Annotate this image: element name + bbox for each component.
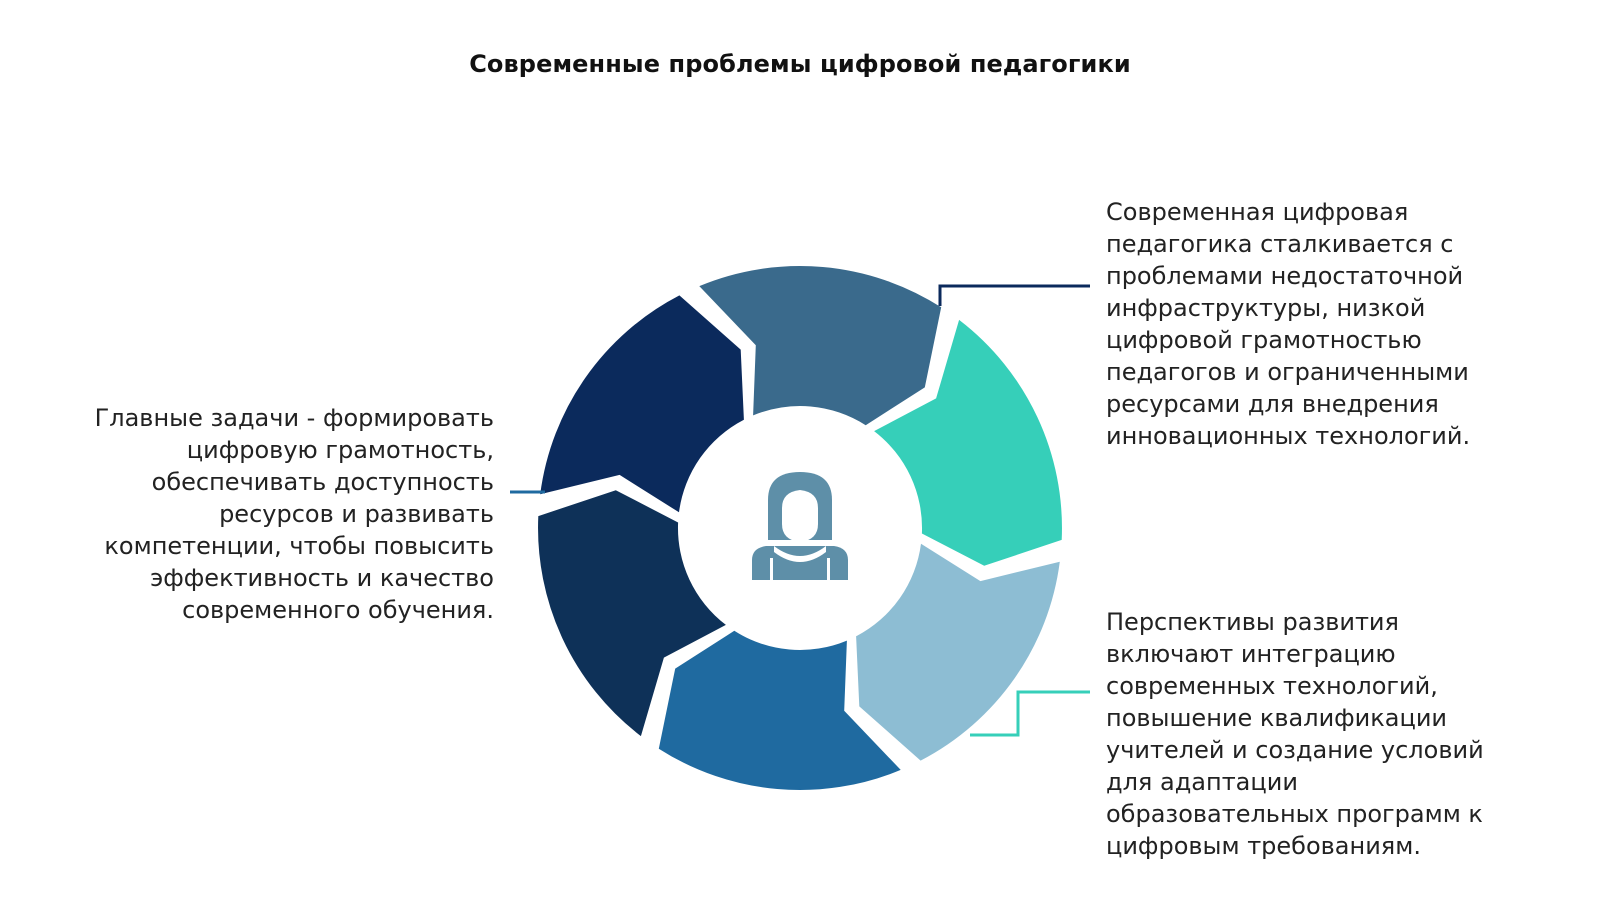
connector-bottom-right (970, 690, 1090, 737)
left-text-line: современного обучения. (182, 596, 494, 624)
teacher-icon-divider-left (770, 558, 773, 580)
segment-slate-blue (699, 265, 942, 426)
segment-light-blue (856, 543, 1060, 761)
right-top-text-line: цифровой грамотностью (1106, 326, 1422, 354)
segment-teal (874, 319, 1062, 566)
left-text-line: обеспечивать доступность (151, 468, 494, 496)
segment-navy-top (538, 490, 726, 737)
right-bottom-text-line: для адаптации (1106, 768, 1298, 796)
right-bottom-text-line: Перспективы развития (1106, 608, 1399, 636)
segment-mid-blue (658, 630, 901, 791)
right-top-text-block: Современная цифровая педагогика сталкива… (1106, 196, 1586, 452)
cycle-segments (538, 265, 1062, 791)
segment-dark-navy (540, 295, 744, 513)
teacher-icon-collar (774, 546, 826, 562)
right-top-text-line: педагогов и ограниченными (1106, 358, 1469, 386)
right-top-text-line: проблемами недостаточной (1106, 262, 1464, 290)
connector-top-right (938, 284, 1090, 306)
left-text-line: ресурсов и развивать (219, 500, 494, 528)
left-text-line: компетенции, чтобы повысить (104, 532, 494, 560)
teacher-icon (752, 472, 848, 580)
right-top-text-line: Современная цифровая (1106, 198, 1409, 226)
right-bottom-text-line: учителей и создание условий (1106, 736, 1484, 764)
left-text-line: цифровую грамотность, (186, 436, 494, 464)
right-bottom-text-line: повышение квалификации (1106, 704, 1448, 732)
teacher-icon-face (782, 490, 818, 542)
left-text-line: эффективность и качество (150, 564, 494, 592)
teacher-icon-divider-right (827, 558, 830, 580)
right-top-text-line: ресурсами для внедрения (1106, 390, 1439, 418)
connector-lines (510, 284, 1090, 737)
right-top-text-line: инновационных технологий. (1106, 422, 1471, 450)
right-bottom-text-line: образовательных программ к (1106, 800, 1483, 828)
right-bottom-text-line: современных технологий, (1106, 672, 1438, 700)
right-bottom-text-line: включают интеграцию (1106, 640, 1396, 668)
teacher-icon-body (752, 546, 848, 580)
left-text-line: Главные задачи - формировать (94, 404, 494, 432)
right-bottom-text-line: цифровым требованиям. (1106, 832, 1421, 860)
diagram-title: Современные проблемы цифровой педагогики (469, 50, 1131, 78)
right-bottom-text-block: Перспективы развития включают интеграцию… (1106, 606, 1586, 862)
left-text-block: Главные задачи - формировать цифровую гр… (60, 402, 494, 626)
right-top-text-line: педагогика сталкивается с (1106, 230, 1454, 258)
right-top-text-line: инфраструктуры, низкой (1106, 294, 1426, 322)
